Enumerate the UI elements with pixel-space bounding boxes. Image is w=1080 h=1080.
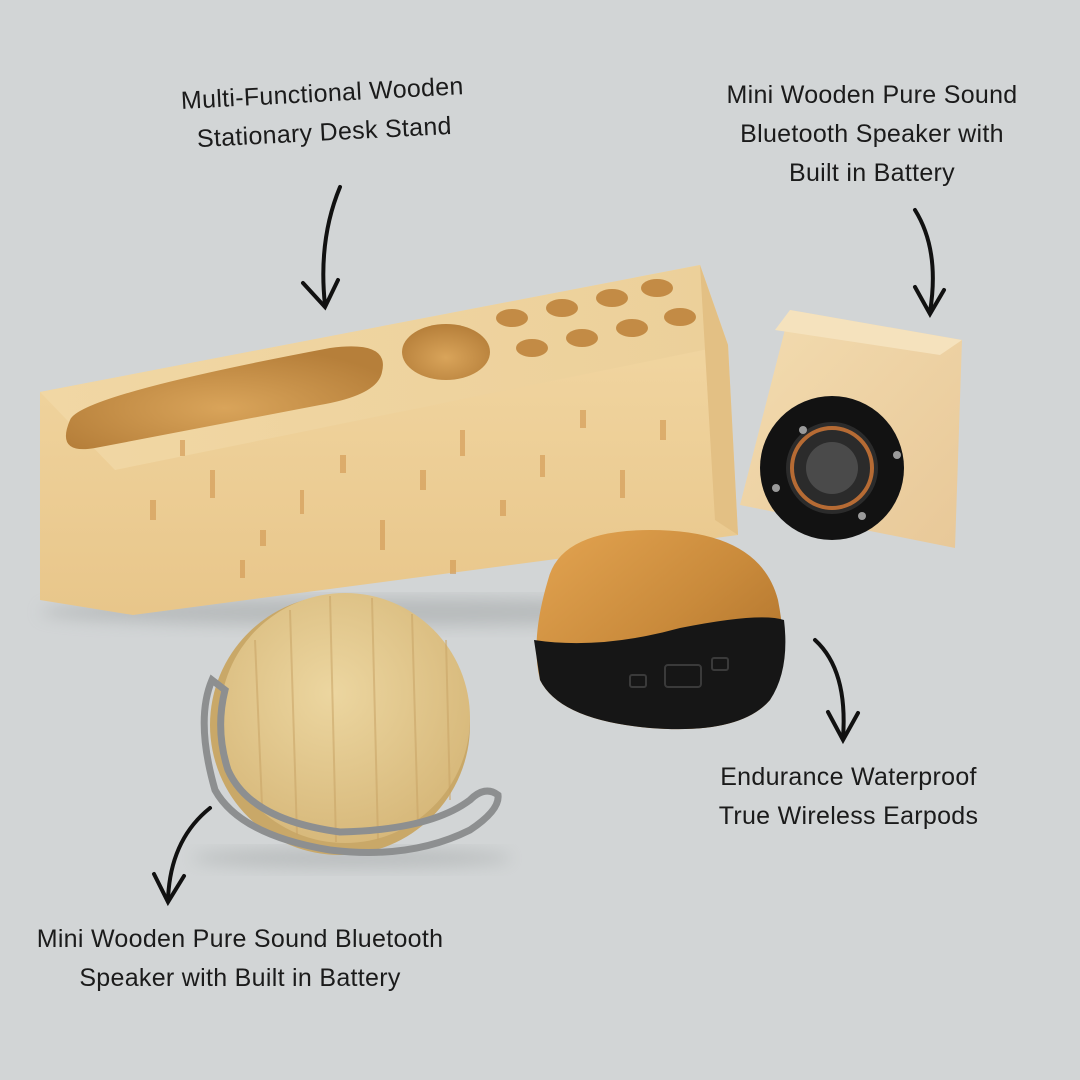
round-speaker <box>192 593 512 868</box>
cube-speaker <box>740 310 962 548</box>
arrow-desk-stand <box>301 185 342 311</box>
arrow-round-speaker <box>152 806 212 907</box>
desk-stand <box>40 265 740 626</box>
caption-earpods-line2: True Wireless Earpods <box>718 802 979 830</box>
caption-cube-speaker-line3: Built in Battery <box>789 159 955 187</box>
caption-cube-speaker-line1: Mini Wooden Pure Sound <box>726 81 1018 109</box>
earpods-case <box>534 530 786 730</box>
caption-round-speaker-line1: Mini Wooden Pure Sound Bluetooth <box>36 925 444 953</box>
digital-display <box>629 657 729 688</box>
arrow-earpods <box>813 638 860 745</box>
caption-cube-speaker: Mini Wooden Pure Sound Bluetooth Speaker… <box>722 76 1022 193</box>
caption-cube-speaker-line2: Bluetooth Speaker with <box>740 120 1004 148</box>
arrow-cube-speaker <box>913 208 946 319</box>
caption-round-speaker: Mini Wooden Pure Sound Bluetooth Speaker… <box>26 920 454 998</box>
caption-round-speaker-line2: Speaker with Built in Battery <box>79 964 401 992</box>
caption-earpods: Endurance Waterproof True Wireless Earpo… <box>706 758 991 836</box>
caption-desk-stand: Multi-Functional Wooden Stationary Desk … <box>180 67 467 160</box>
caption-earpods-line1: Endurance Waterproof <box>720 763 977 791</box>
